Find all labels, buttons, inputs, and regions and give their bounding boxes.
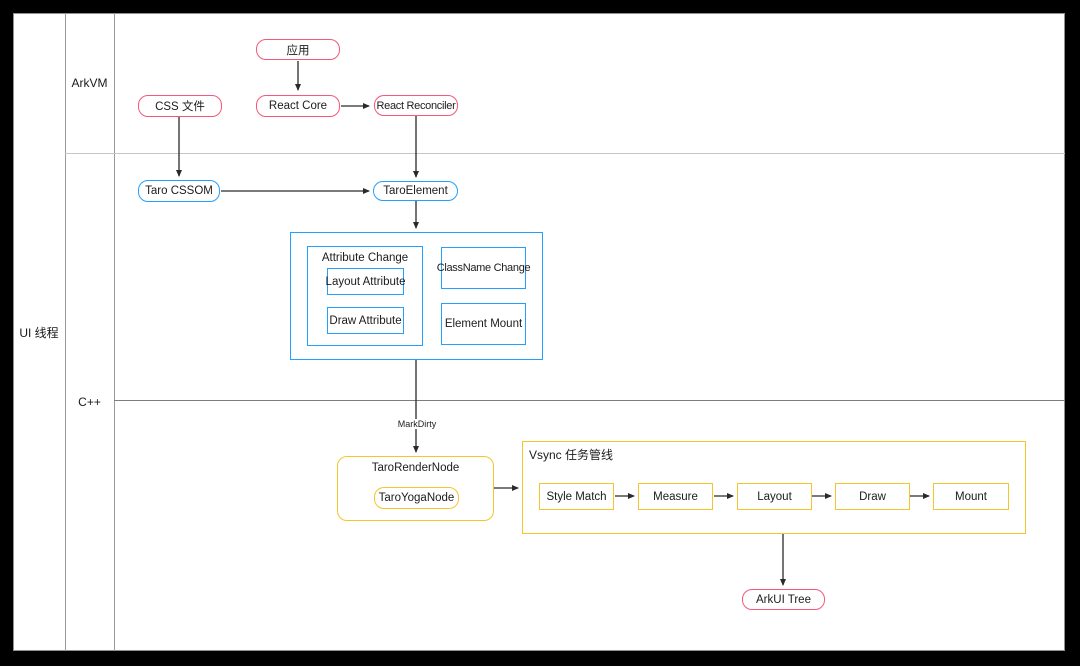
node-step-draw: Draw	[835, 483, 910, 510]
node-arkui-tree: ArkUI Tree	[742, 589, 825, 610]
node-taro-yoga-node: TaroYogaNode	[374, 487, 459, 509]
node-react-core: React Core	[256, 95, 340, 117]
node-css-file: CSS 文件	[138, 95, 222, 117]
lane-label-cpp: C++	[78, 395, 101, 409]
node-taro-cssom: Taro CSSOM	[138, 180, 220, 202]
node-react-reconciler: React Reconciler	[374, 95, 458, 116]
lane-divider-horizontal-bottom	[114, 400, 1065, 401]
node-taro-element: TaroElement	[373, 181, 458, 201]
lane-divider-horizontal-top	[65, 153, 1065, 154]
node-step-layout: Layout	[737, 483, 812, 510]
lane-divider-vertical-1	[65, 13, 66, 651]
node-step-measure: Measure	[638, 483, 713, 510]
lane-label-ui-thread: UI 线程	[19, 325, 59, 340]
node-step-style-match: Style Match	[539, 483, 614, 510]
lane-label-arkvm: ArkVM	[71, 76, 108, 90]
node-app: 应用	[256, 39, 340, 60]
node-draw-attribute: Draw Attribute	[327, 307, 404, 334]
node-classname-change: ClassName Change	[437, 247, 531, 289]
edge-label-mark-dirty: MarkDirty	[394, 419, 440, 429]
node-element-mount: Element Mount	[441, 303, 526, 345]
lane-divider-vertical-2	[114, 13, 115, 651]
node-layout-attribute: Layout Attribute	[326, 268, 405, 295]
node-step-mount: Mount	[933, 483, 1009, 510]
